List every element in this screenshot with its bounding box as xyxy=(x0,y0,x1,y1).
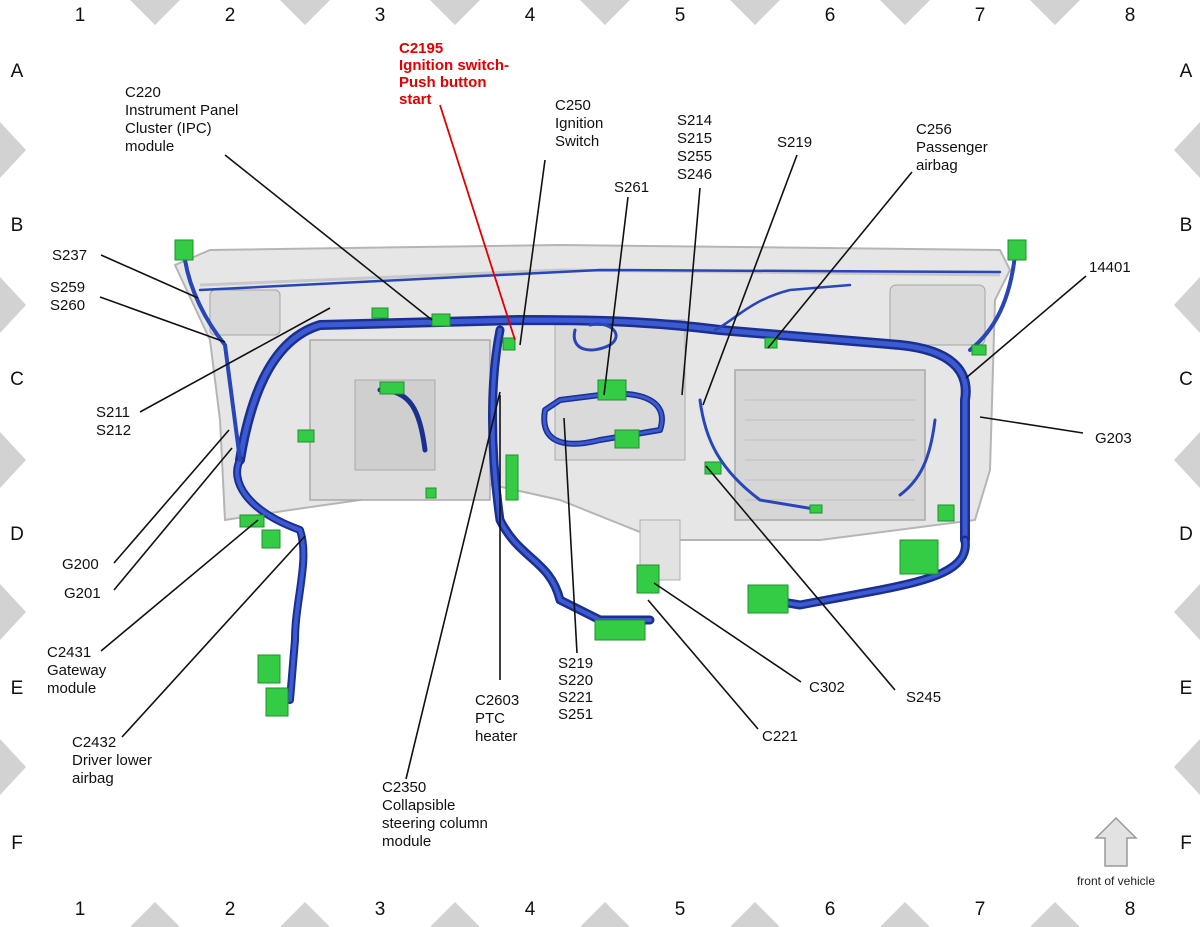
row-label: F xyxy=(1180,833,1192,854)
row-label: D xyxy=(1179,524,1193,545)
frame-triangle-right xyxy=(1174,584,1200,640)
callout-s211: S211 S212 xyxy=(96,404,134,439)
callout-c2432: C2432 Driver lower airbag xyxy=(72,734,156,787)
row-label: C xyxy=(10,369,24,390)
frame-triangle-top xyxy=(1030,0,1080,25)
callout-c2603: C2603 PTC heater xyxy=(475,692,523,745)
callout-s219-bottom: S219 S220 S221 S251 xyxy=(558,655,597,723)
callout-g203: G203 xyxy=(1095,430,1132,447)
callout-c221: C221 xyxy=(762,728,798,745)
frame-triangle-right xyxy=(1174,277,1200,333)
col-label: 5 xyxy=(675,5,686,26)
callout-c256: C256 Passenger airbag xyxy=(916,121,992,174)
frame-triangle-top xyxy=(730,0,780,25)
connectors xyxy=(174,239,1027,717)
col-label: 7 xyxy=(975,899,986,920)
frame-triangle-right xyxy=(1174,122,1200,178)
frame-triangle-left xyxy=(0,584,26,640)
frame-triangle-left xyxy=(0,432,26,488)
front-of-vehicle-label: front of vehicle xyxy=(1077,874,1155,888)
column-labels-bottom: 1 2 3 4 5 6 7 8 xyxy=(75,899,1136,920)
col-label: 6 xyxy=(825,5,836,26)
callout-s261: S261 xyxy=(614,179,649,196)
callout-s245: S245 xyxy=(906,689,941,706)
col-label: 3 xyxy=(375,5,386,26)
frame-triangle-bottom xyxy=(580,902,630,927)
callout-c250: C250 Ignition Switch xyxy=(555,97,608,150)
callout-c2431: C2431 Gateway module xyxy=(47,644,110,697)
callout-c220: C220 Instrument Panel Cluster (IPC) modu… xyxy=(125,84,243,155)
front-of-vehicle-indicator: front of vehicle xyxy=(1077,816,1155,888)
callout-c302: C302 xyxy=(809,679,845,696)
col-label: 2 xyxy=(225,899,236,920)
callout-c2195: C2195 Ignition switch- Push button start xyxy=(399,40,513,108)
row-label: E xyxy=(1180,678,1193,699)
row-label: D xyxy=(10,524,24,545)
col-label: 6 xyxy=(825,899,836,920)
col-label: 7 xyxy=(975,5,986,26)
frame-triangle-right xyxy=(1174,739,1200,795)
frame-triangle-bottom xyxy=(1030,902,1080,927)
highlight-leader-line xyxy=(439,104,516,341)
row-label: A xyxy=(1180,61,1193,82)
frame-triangle-right xyxy=(1174,432,1200,488)
col-label: 1 xyxy=(75,899,86,920)
frame-triangle-bottom xyxy=(280,902,330,927)
row-label: A xyxy=(11,61,24,82)
callout-s214: S214 S215 S255 S246 xyxy=(677,112,716,183)
frame-triangle-top xyxy=(430,0,480,25)
frame-triangle-top xyxy=(580,0,630,25)
column-labels-top: 1 2 3 4 5 6 7 8 xyxy=(75,5,1136,26)
frame-triangle-left xyxy=(0,277,26,333)
row-label: E xyxy=(11,678,24,699)
callout-labels: C220 Instrument Panel Cluster (IPC) modu… xyxy=(47,40,1132,850)
callout-s237: S237 xyxy=(52,247,87,264)
col-label: 5 xyxy=(675,899,686,920)
col-label: 3 xyxy=(375,899,386,920)
up-arrow-icon xyxy=(1094,816,1138,867)
wiring-harness xyxy=(183,253,1017,704)
row-labels-left: A B C D E F xyxy=(10,61,24,854)
frame-triangle-top xyxy=(130,0,180,25)
col-label: 2 xyxy=(225,5,236,26)
callout-c2350: C2350 Collapsible steering column module xyxy=(382,779,492,850)
leader-lines xyxy=(99,154,1087,780)
callout-14401: 14401 xyxy=(1089,259,1131,276)
callout-s219-top: S219 xyxy=(777,134,812,151)
frame-triangle-bottom xyxy=(880,902,930,927)
callout-s259: S259 S260 xyxy=(50,279,89,314)
col-label: 1 xyxy=(75,5,86,26)
row-label: B xyxy=(11,215,24,236)
col-label: 4 xyxy=(525,899,536,920)
row-labels-right: A B C D E F xyxy=(1179,61,1193,854)
frame-triangle-left xyxy=(0,122,26,178)
frame-triangle-bottom xyxy=(130,902,180,927)
col-label: 8 xyxy=(1125,899,1136,920)
callout-g200: G200 xyxy=(62,556,99,573)
frame-triangle-bottom xyxy=(730,902,780,927)
frame-triangle-top xyxy=(280,0,330,25)
col-label: 4 xyxy=(525,5,536,26)
frame-triangle-left xyxy=(0,739,26,795)
row-label: C xyxy=(1179,369,1193,390)
frame-triangle-top xyxy=(880,0,930,25)
row-label: B xyxy=(1180,215,1193,236)
frame-triangle-bottom xyxy=(430,902,480,927)
row-label: F xyxy=(11,833,23,854)
callout-g201: G201 xyxy=(64,585,101,602)
col-label: 8 xyxy=(1125,5,1136,26)
